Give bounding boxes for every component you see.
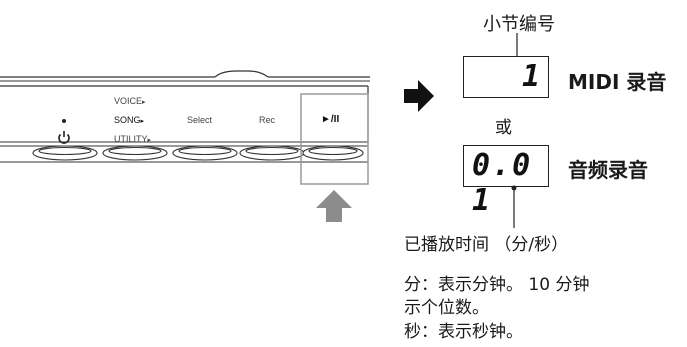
leader-line-bottom — [511, 185, 517, 228]
menu-voice-label: VOICE — [114, 96, 143, 106]
or-label: 或 — [495, 118, 512, 138]
menu-utility[interactable]: UTILITY▸ — [114, 134, 152, 144]
up-arrow-icon — [316, 190, 352, 222]
rec-button[interactable]: Rec — [259, 115, 276, 125]
right-arrow-icon — [404, 80, 434, 112]
menu-song-label: SONG — [114, 115, 141, 125]
midi-record-label: MIDI 录音 — [568, 70, 667, 94]
keyboard-panel-illustration — [0, 70, 370, 222]
midi-display-value: 1 — [521, 59, 540, 94]
power-led — [62, 119, 66, 123]
power-icon — [58, 131, 70, 144]
panel-keys — [32, 145, 364, 161]
measure-number-label: 小节编号 — [483, 14, 555, 35]
note-seconds: 秒：表示秒钟。 — [404, 322, 523, 342]
select-button[interactable]: Select — [187, 115, 213, 125]
highlight-box — [300, 93, 369, 185]
audio-record-label: 音频录音 — [568, 158, 648, 182]
audio-display: 0.0 1 — [463, 145, 549, 218]
note-minutes: 分：表示分钟。 10 分钟 — [404, 275, 590, 295]
menu-voice[interactable]: VOICE▸ — [114, 96, 146, 106]
menu-song[interactable]: SONG▸ — [114, 115, 145, 125]
audio-display-value: 0.0 1 — [472, 148, 533, 218]
elapsed-time-label: 已播放时间 （分/秒） — [404, 235, 569, 255]
midi-display: 1 — [463, 56, 549, 98]
play-pause-button[interactable]: ►/II — [321, 114, 340, 125]
menu-utility-label: UTILITY — [114, 134, 148, 144]
note-units: 示个位数。 — [404, 298, 489, 318]
